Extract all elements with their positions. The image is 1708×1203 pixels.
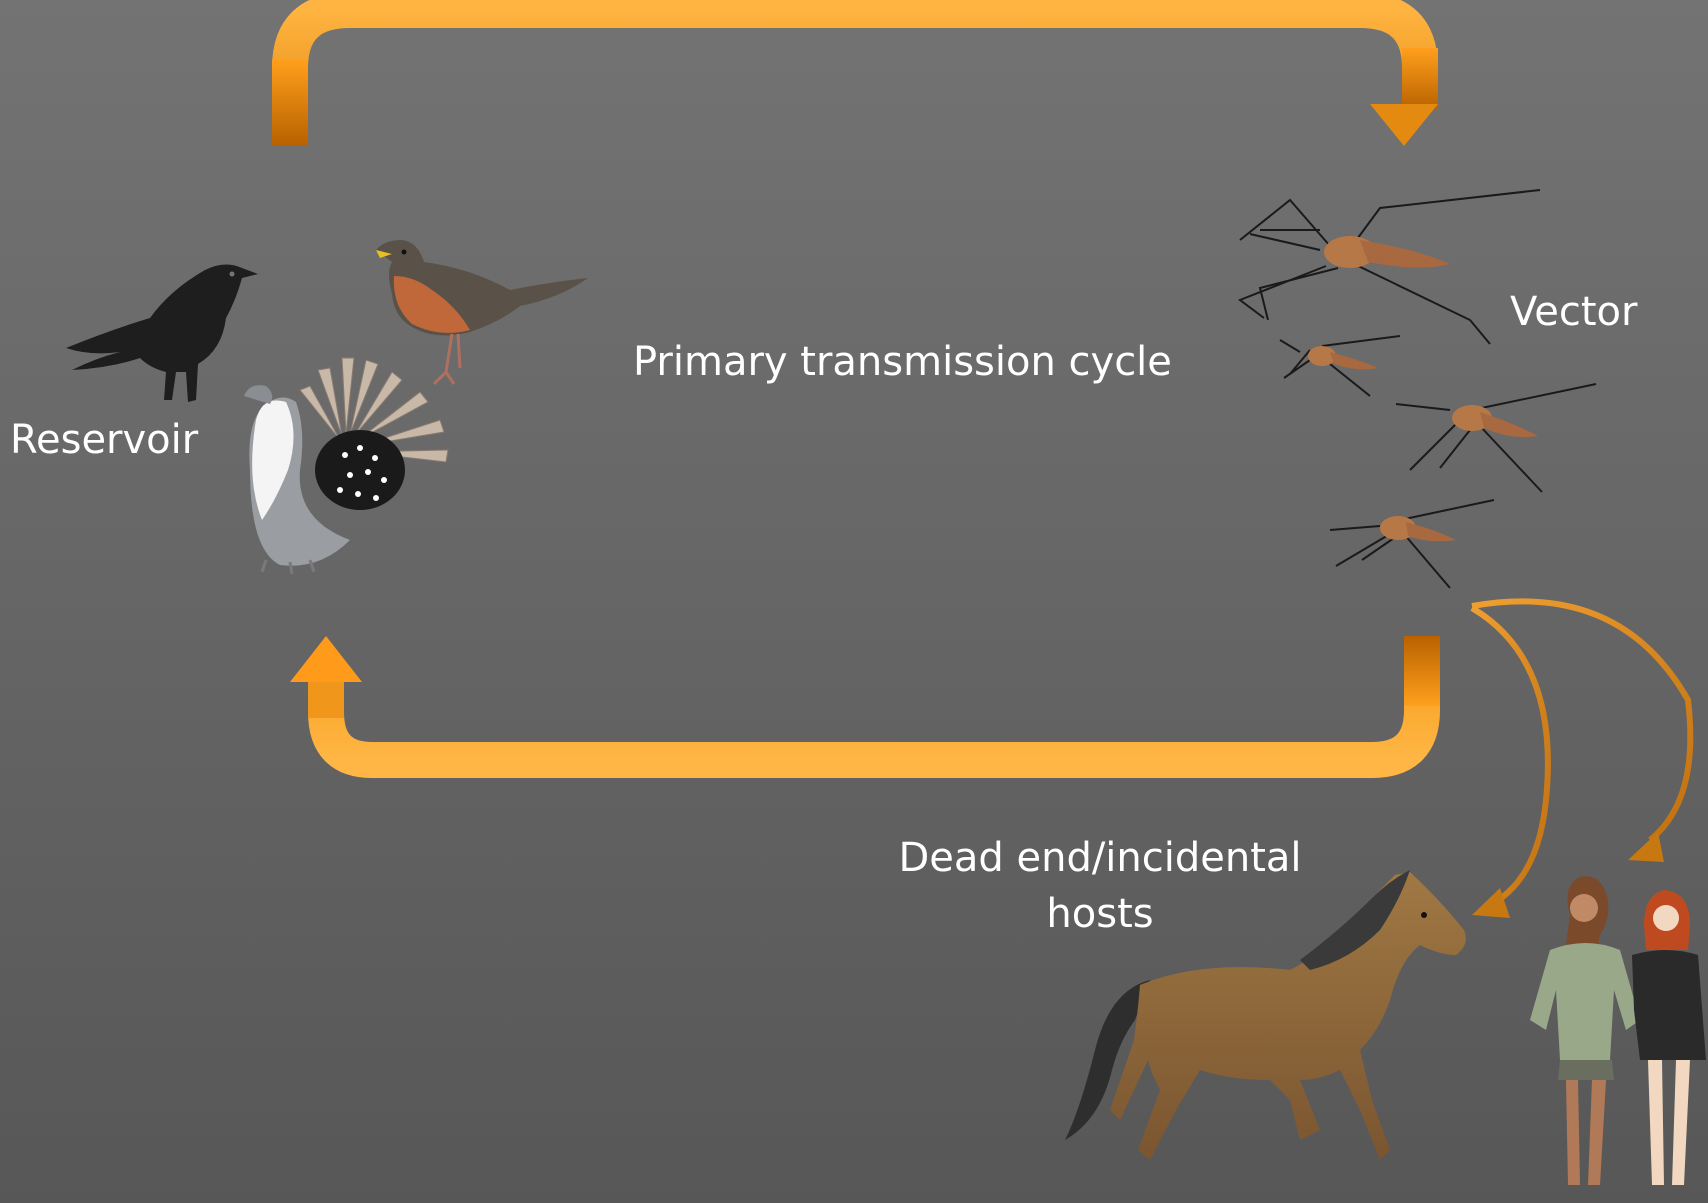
vector-label: Vector <box>1510 292 1637 332</box>
grouse-icon <box>244 358 448 574</box>
arrow-vector-to-reservoir <box>290 636 1440 760</box>
mosquito-icon <box>1240 190 1596 588</box>
people-icon <box>1530 876 1706 1185</box>
reservoir-label: Reservoir <box>10 420 198 460</box>
arrow-reservoir-to-vector <box>272 10 1438 146</box>
robin-icon <box>376 240 588 384</box>
arrow-vector-to-horse <box>1472 608 1548 918</box>
crow-icon <box>66 264 258 402</box>
dead-end-hosts-label: Dead end/incidental hosts <box>880 830 1320 942</box>
arrow-vector-to-people <box>1472 601 1690 862</box>
primary-cycle-label: Primary transmission cycle <box>633 342 1172 382</box>
